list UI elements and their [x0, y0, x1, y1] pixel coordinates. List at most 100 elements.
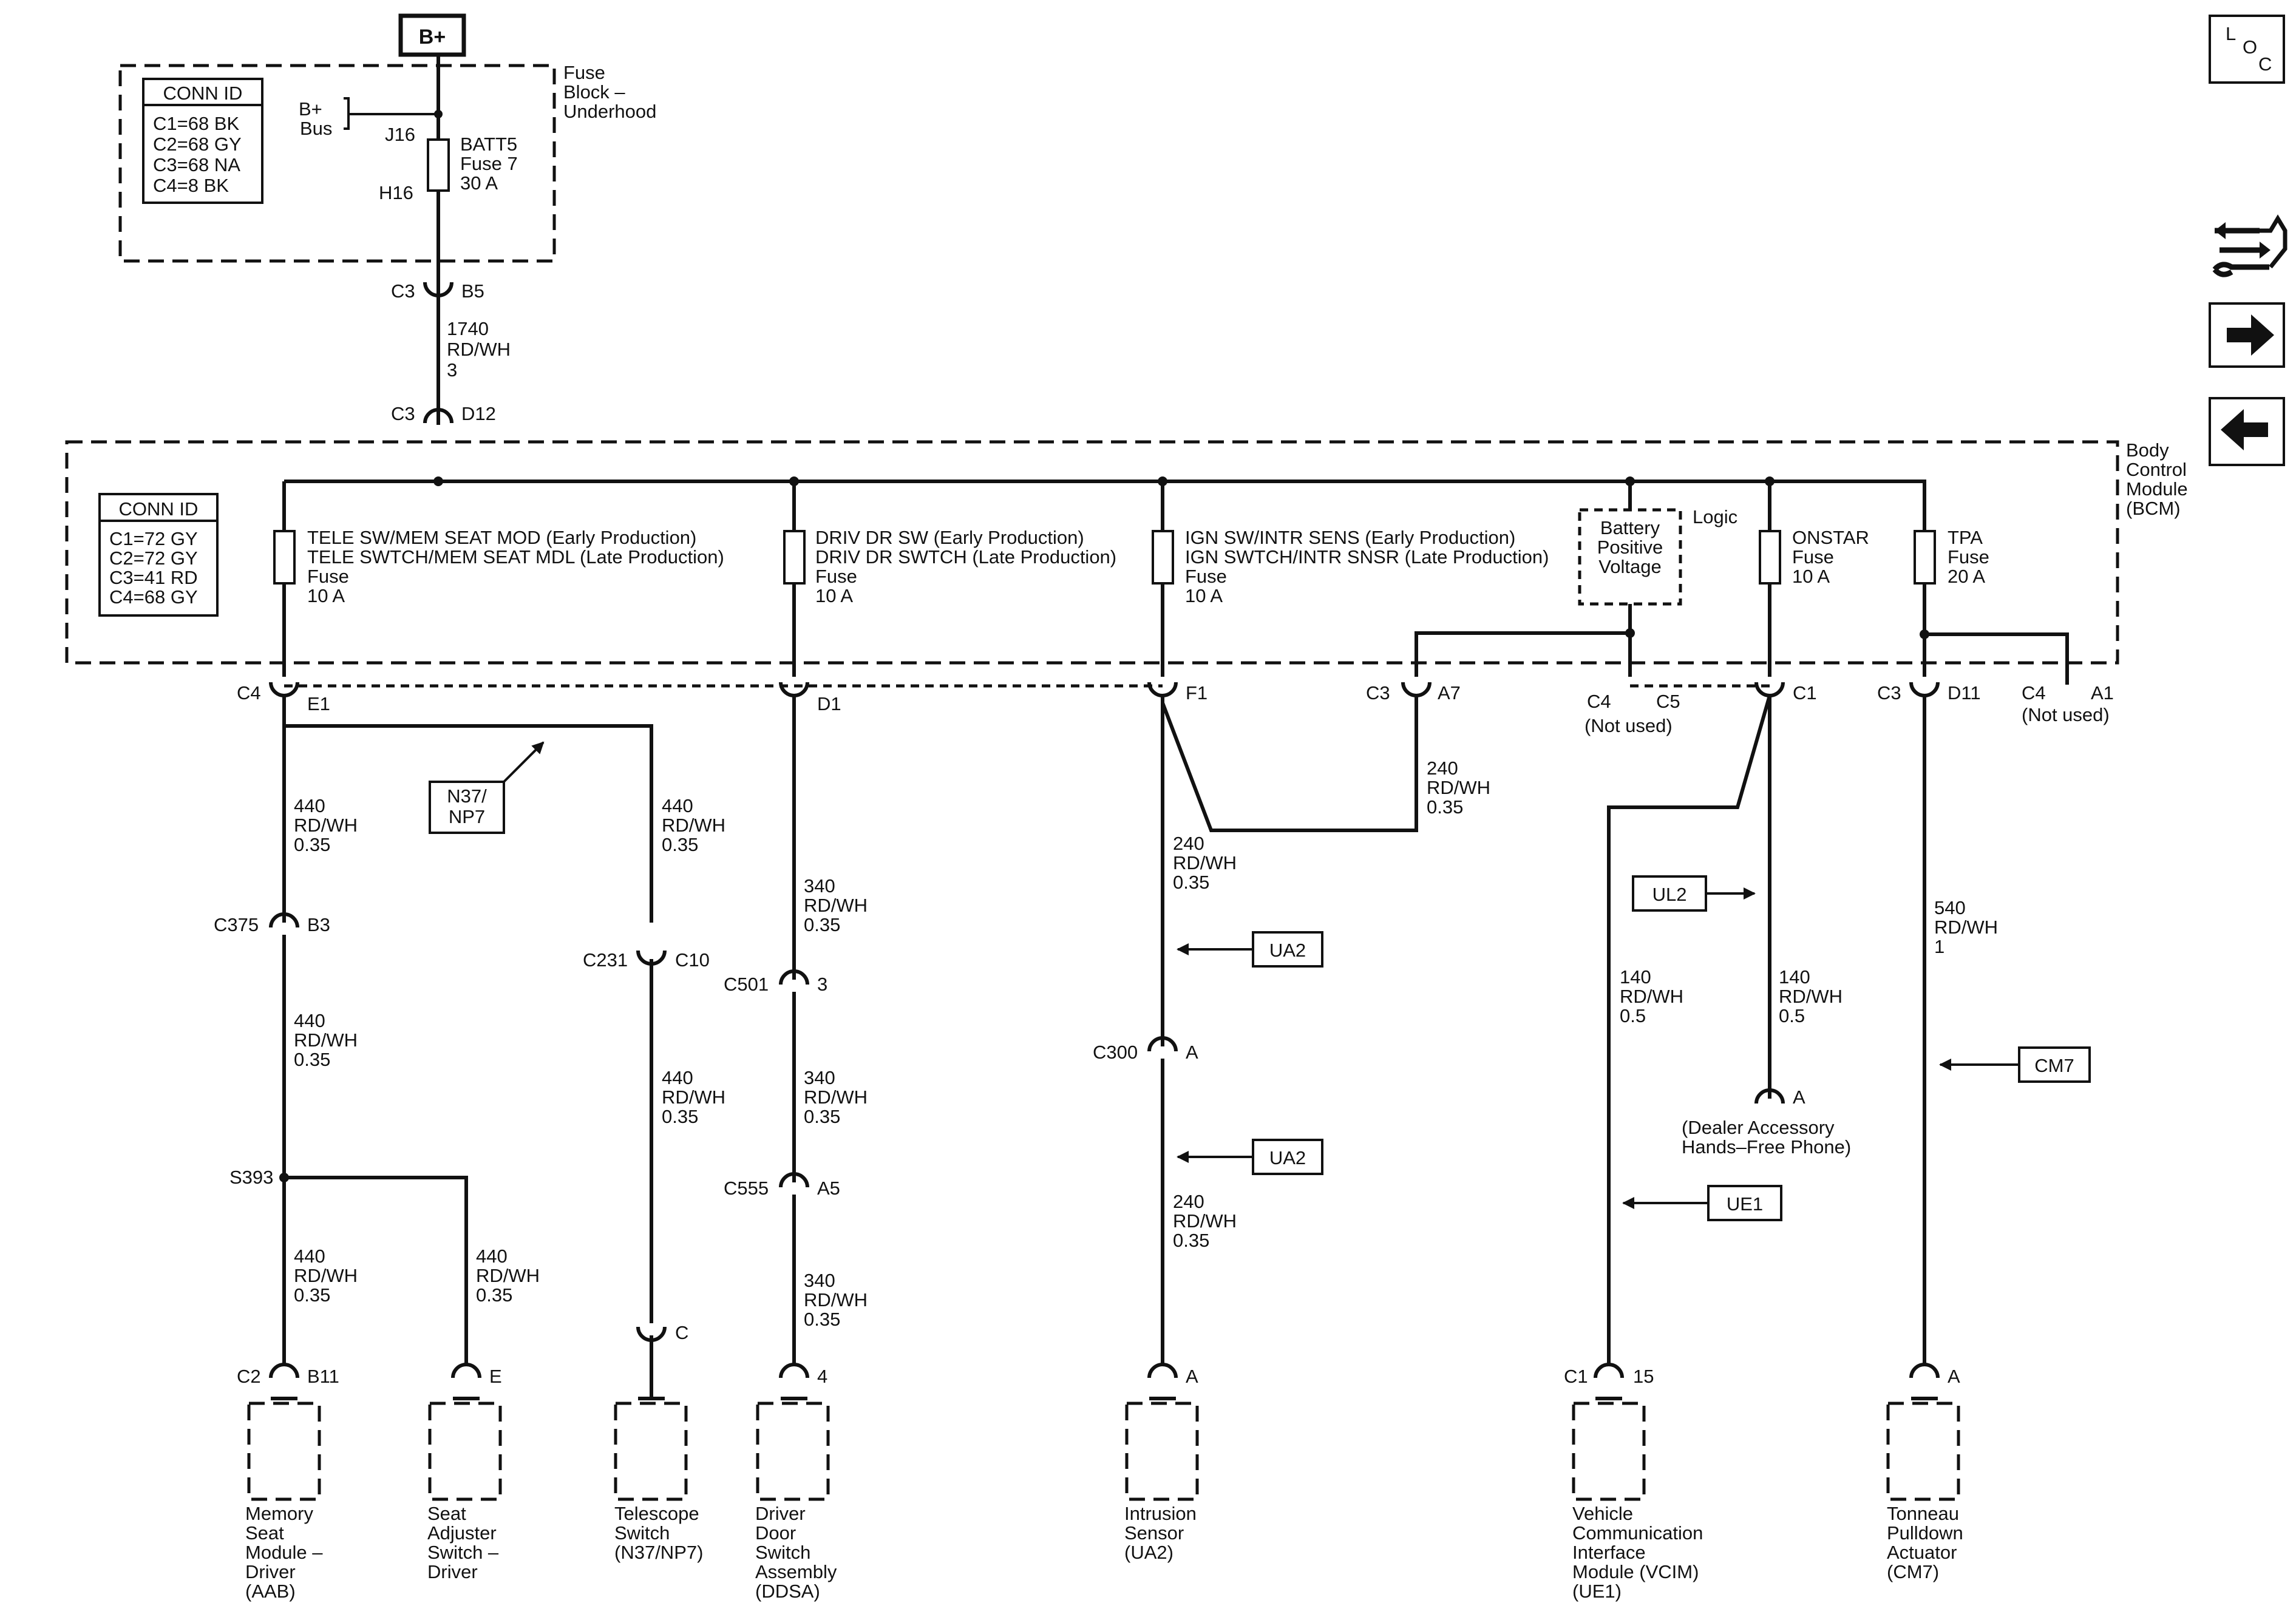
svg-text:RD/WH: RD/WH: [1779, 986, 1843, 1007]
svg-text:O: O: [2243, 36, 2257, 58]
svg-text:Fuse: Fuse: [1185, 566, 1227, 587]
svg-text:0.35: 0.35: [804, 914, 840, 935]
svg-text:Fuse: Fuse: [1792, 546, 1834, 568]
svg-text:IGN SW/INTR SENS (Early Produc: IGN SW/INTR SENS (Early Production): [1185, 527, 1515, 548]
svg-text:Door: Door: [755, 1522, 796, 1544]
svg-text:140: 140: [1779, 966, 1810, 988]
svg-text:0.35: 0.35: [662, 1106, 698, 1127]
svg-text:C1=68 BK: C1=68 BK: [153, 113, 240, 134]
svg-text:(N37/NP7): (N37/NP7): [614, 1542, 703, 1563]
svg-text:Telescope: Telescope: [614, 1503, 699, 1524]
repair-info-icon[interactable]: [2212, 214, 2288, 277]
component-driver-door-switch: 4 Driver Door Switch Assembly (DDSA): [755, 1363, 837, 1602]
wire-440-label-d: 440 RD/WH 0.35: [294, 1246, 358, 1306]
svg-text:Vehicle: Vehicle: [1572, 1503, 1633, 1524]
wire-140-label-b: 140 RD/WH 0.5: [1779, 966, 1843, 1026]
svg-text:Actuator: Actuator: [1887, 1542, 1957, 1563]
svg-text:Switch: Switch: [755, 1542, 810, 1563]
wire-440-label-c: 440 RD/WH 0.35: [294, 1010, 358, 1070]
arrow-left-icon: [2221, 409, 2268, 450]
next-page-button[interactable]: [2209, 302, 2285, 368]
svg-text:C231: C231: [583, 949, 628, 971]
svg-text:240: 240: [1173, 1191, 1204, 1212]
svg-text:C300: C300: [1093, 1042, 1138, 1063]
svg-text:C3: C3: [391, 403, 415, 424]
ref-cm7: CM7: [1939, 1046, 2091, 1083]
svg-text:1740: 1740: [447, 318, 489, 339]
component-intrusion-sensor: A Intrusion Sensor (UA2): [1124, 1363, 1199, 1563]
svg-text:(UA2): (UA2): [1124, 1542, 1173, 1563]
svg-text:Logic: Logic: [1693, 506, 1737, 527]
svg-text:B+: B+: [299, 98, 322, 120]
svg-text:10 A: 10 A: [1185, 585, 1223, 606]
fuse-block-conn-id-table: CONN ID C1=68 BK C2=68 GY C3=68 NA C4=8 …: [142, 78, 263, 204]
svg-text:RD/WH: RD/WH: [804, 1086, 868, 1108]
svg-text:Fuse: Fuse: [815, 566, 857, 587]
svg-text:Pulldown: Pulldown: [1887, 1522, 1963, 1544]
wire-340-label-b: 340 RD/WH 0.35: [804, 1067, 868, 1127]
svg-text:Tonneau: Tonneau: [1887, 1503, 1959, 1524]
ref-ua2-bottom: UA2: [1177, 1139, 1323, 1175]
svg-text:Positive: Positive: [1597, 537, 1663, 558]
body-control-module: Body Control Module (BCM) CONN ID C1=72 …: [65, 439, 2188, 685]
svg-text:TELE SW/MEM SEAT MOD (Early Pr: TELE SW/MEM SEAT MOD (Early Production): [307, 527, 696, 548]
svg-text:Module: Module: [2126, 478, 2188, 500]
svg-text:RD/WH: RD/WH: [1427, 777, 1490, 798]
svg-text:(BCM): (BCM): [2126, 498, 2181, 519]
svg-text:(CM7): (CM7): [1887, 1561, 1939, 1582]
svg-text:C1: C1: [1793, 682, 1817, 703]
svg-text:RD/WH: RD/WH: [1934, 917, 1998, 938]
svg-text:Memory: Memory: [245, 1503, 313, 1524]
svg-text:B+: B+: [419, 25, 446, 49]
svg-text:RD/WH: RD/WH: [662, 1086, 725, 1108]
drv-dr-fuse: [783, 530, 806, 585]
svg-text:10 A: 10 A: [815, 585, 853, 606]
svg-text:A: A: [1186, 1042, 1198, 1063]
svg-text:C375: C375: [214, 914, 259, 935]
svg-text:RD/WH: RD/WH: [804, 895, 868, 916]
svg-text:C501: C501: [724, 974, 769, 995]
wire-440-label-e: 440 RD/WH 0.35: [476, 1246, 540, 1306]
connector-c3-d12: C3 D12: [391, 403, 496, 424]
svg-text:20 A: 20 A: [1948, 566, 1985, 587]
svg-text:C2=72 GY: C2=72 GY: [109, 547, 198, 569]
svg-text:Intrusion: Intrusion: [1124, 1503, 1197, 1524]
svg-text:A7: A7: [1438, 682, 1461, 703]
batt5-fuse: [427, 138, 450, 192]
component-tonneau-actuator: A Tonneau Pulldown Actuator (CM7): [1886, 1363, 1963, 1582]
svg-text:UA2: UA2: [1269, 940, 1306, 961]
wire-1740-label: 1740 RD/WH 3: [447, 318, 511, 381]
svg-text:RD/WH: RD/WH: [447, 339, 511, 360]
battery-positive-voltage-logic: [1578, 508, 1682, 606]
svg-text:S393: S393: [229, 1167, 273, 1188]
svg-text:440: 440: [294, 1246, 325, 1267]
previous-page-button[interactable]: [2209, 397, 2285, 466]
ref-ua2-top: UA2: [1177, 931, 1323, 968]
svg-text:E: E: [489, 1366, 502, 1387]
svg-text:(Not used): (Not used): [1584, 715, 1673, 736]
svg-text:A: A: [1948, 1366, 1960, 1387]
svg-text:C3=68 NA: C3=68 NA: [153, 154, 240, 175]
svg-text:0.35: 0.35: [1173, 872, 1209, 893]
svg-text:B11: B11: [307, 1366, 339, 1387]
svg-text:RD/WH: RD/WH: [804, 1289, 868, 1310]
wire-140-label-a: 140 RD/WH 0.5: [1620, 966, 1683, 1026]
wire-340-label-a: 340 RD/WH 0.35: [804, 875, 868, 935]
svg-text:Fuse 7: Fuse 7: [460, 153, 518, 174]
svg-text:CONN ID: CONN ID: [163, 83, 243, 104]
loc-button[interactable]: L O C: [2209, 15, 2285, 84]
ref-n37-np7: N37/ NP7: [429, 741, 545, 834]
tele-fuse: [273, 530, 296, 585]
svg-text:Fuse: Fuse: [563, 62, 605, 83]
svg-text:0.5: 0.5: [1620, 1005, 1646, 1026]
svg-text:0.35: 0.35: [1427, 796, 1463, 818]
svg-text:UL2: UL2: [1652, 884, 1687, 905]
svg-text:340: 340: [804, 1270, 835, 1291]
wire-240-label-b: 240 RD/WH 0.35: [1173, 833, 1237, 893]
svg-text:C555: C555: [724, 1178, 769, 1199]
svg-text:B3: B3: [307, 914, 330, 935]
svg-text:340: 340: [804, 875, 835, 897]
wire-240-label-c: 240 RD/WH 0.35: [1173, 1191, 1237, 1251]
svg-text:C: C: [675, 1322, 688, 1343]
svg-text:0.35: 0.35: [294, 834, 330, 855]
